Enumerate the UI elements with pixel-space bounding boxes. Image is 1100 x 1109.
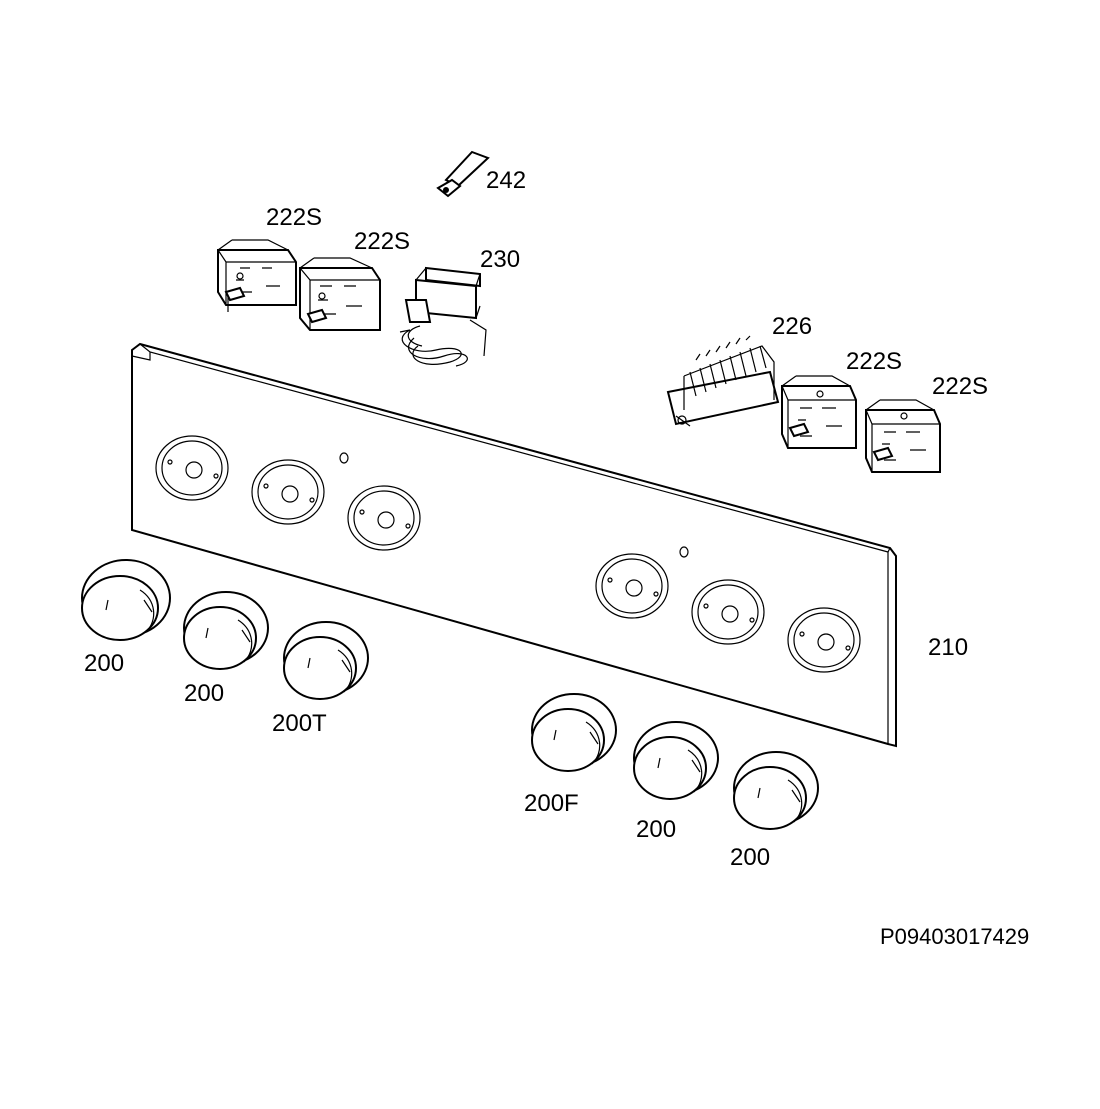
part-222s-switch-1 [217,239,297,312]
label-200-1: 200 [84,650,125,677]
panel-knob-hole-3 [347,485,421,551]
panel-indicator-hole-left [339,452,349,464]
panel-knob-hole-1 [155,435,229,501]
part-226-selector-switch [666,335,780,427]
part-222s-switch-2 [299,257,381,331]
label-200-4: 200 [730,844,771,871]
panel-knob-hole-2 [251,459,325,525]
panel-knob-hole-4 [595,553,669,619]
label-230: 230 [480,246,521,273]
label-226: 226 [772,313,813,340]
knob-200t [283,621,369,700]
label-210: 210 [928,634,969,661]
knob-200-3 [633,721,719,800]
panel-knob-hole-6 [787,607,861,673]
knob-200f [531,693,617,772]
label-222s-2: 222S [354,228,411,255]
knob-200-4 [733,751,819,830]
label-200f: 200F [524,790,579,817]
panel-indicator-hole-right [679,546,689,558]
label-222s-3: 222S [846,348,903,375]
drawing-code: P09403017429 [880,924,1030,949]
knob-200-2 [183,591,269,670]
label-242: 242 [486,167,527,194]
label-222s-4: 222S [932,373,989,400]
label-200-3: 200 [636,816,677,843]
knob-200-1 [81,559,171,641]
label-200t: 200T [272,710,327,737]
part-242-sensor [436,150,490,198]
label-200-2: 200 [184,680,225,707]
label-222s-1: 222S [266,204,323,231]
panel-knob-hole-5 [691,579,765,645]
part-222s-switch-3 [781,375,857,449]
part-230-thermostat [399,266,487,367]
part-222s-switch-4 [865,399,941,473]
part-210-control-panel [131,342,897,748]
